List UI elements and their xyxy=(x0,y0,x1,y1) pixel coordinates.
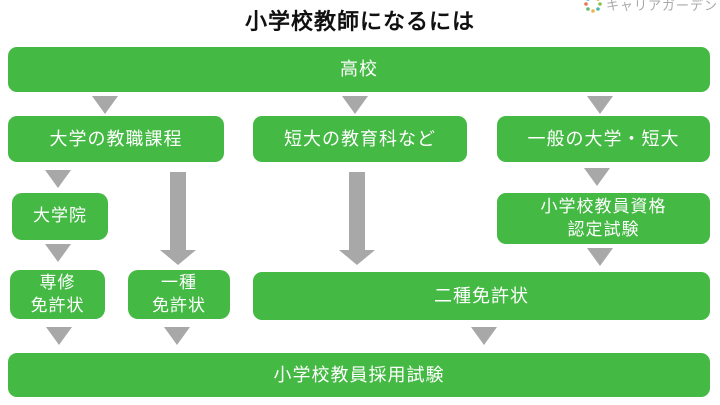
node-certification-exam: 小学校教員資格 認定試験 xyxy=(497,193,710,244)
node-specialized-license: 専修 免許状 xyxy=(10,270,105,319)
arrow-course-to-graduate-school-icon xyxy=(45,170,71,188)
arrow-graduate-school-to-specialized-license-icon xyxy=(45,244,71,262)
arrow-type1-license-to-employment-exam-icon xyxy=(164,327,190,345)
thick-arrow-course-to-type1-license-head-icon xyxy=(160,250,196,265)
node-type2-license: 二種免許状 xyxy=(253,272,710,320)
arrow-general-university-to-certification-exam-icon xyxy=(584,168,610,186)
careergarden-logo-icon xyxy=(583,0,603,14)
node-type1-license: 一種 免許状 xyxy=(128,270,230,319)
thick-arrow-junior-college-to-type2-license-head-icon xyxy=(339,250,375,265)
arrow-specialized-license-to-employment-exam-icon xyxy=(46,327,72,345)
arrow-highschool-to-general-university-icon xyxy=(587,96,613,114)
careergarden-logo: キャリアガーデン xyxy=(583,0,718,14)
node-general-university: 一般の大学・短大 xyxy=(497,116,710,162)
node-junior-college-education: 短大の教育科など xyxy=(253,116,467,162)
arrow-certification-exam-to-type2-license-icon xyxy=(587,248,613,266)
node-university-teaching-course: 大学の教職課程 xyxy=(8,116,224,162)
node-employment-exam: 小学校教員採用試験 xyxy=(8,353,710,397)
page-title: 小学校教師になるには xyxy=(244,10,475,35)
node-graduate-school: 大学院 xyxy=(12,193,108,240)
arrow-highschool-to-junior-college-icon xyxy=(342,96,368,114)
thick-arrow-course-to-type1-license-shaft-icon xyxy=(170,172,186,250)
node-highschool: 高校 xyxy=(8,47,710,92)
careergarden-logo-text: キャリアガーデン xyxy=(605,0,718,14)
thick-arrow-junior-college-to-type2-license-shaft-icon xyxy=(349,172,365,250)
arrow-highschool-to-university-course-icon xyxy=(92,96,118,114)
arrow-type2-license-to-employment-exam-icon xyxy=(471,327,497,345)
